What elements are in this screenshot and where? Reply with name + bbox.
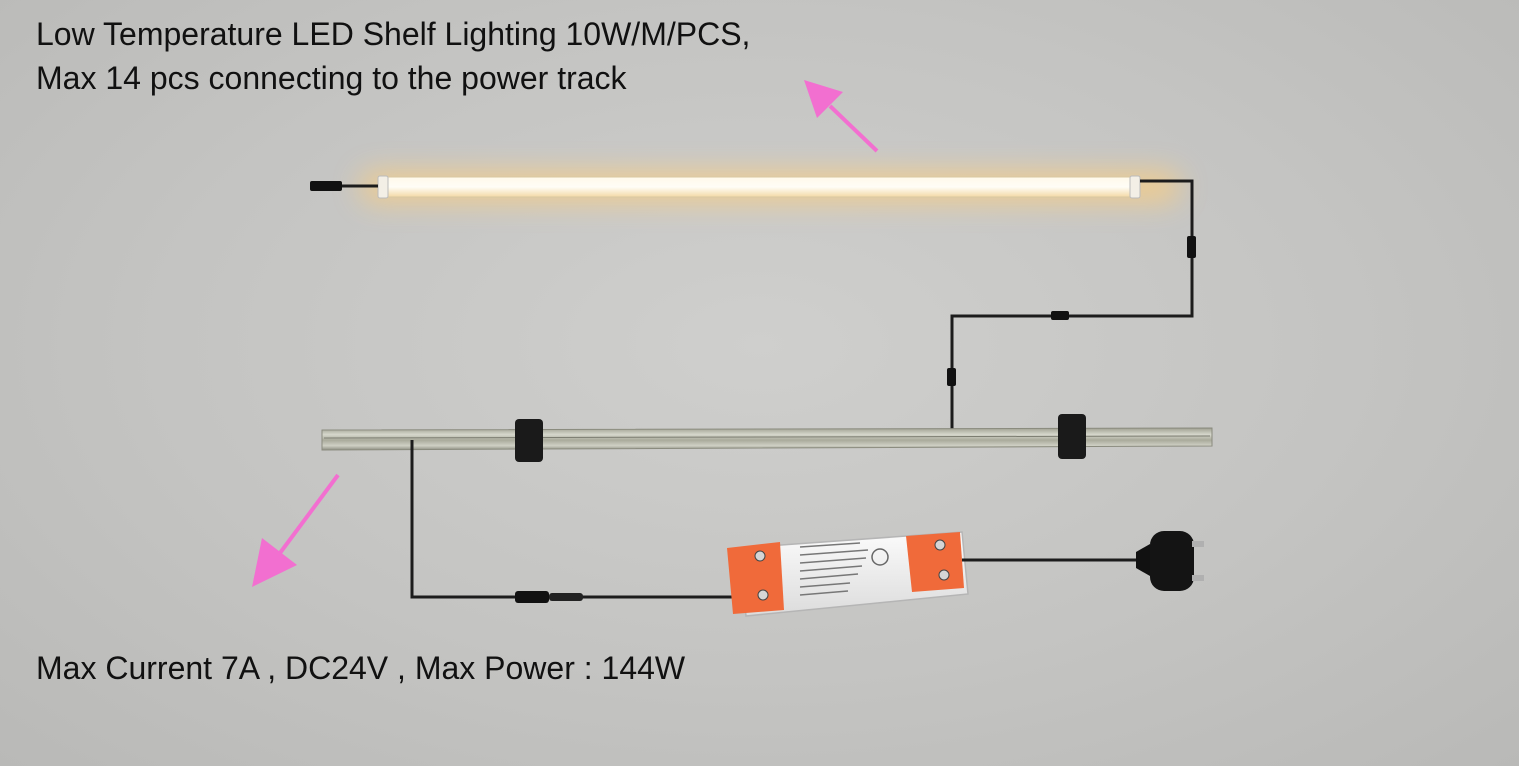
arrow-down-left-icon bbox=[252, 538, 297, 587]
arrow-to-led bbox=[804, 80, 879, 153]
inline-connector-icon bbox=[1051, 311, 1069, 320]
aluminium-rail-icon bbox=[321, 427, 1213, 451]
track-clip-right-icon bbox=[1058, 414, 1086, 459]
inline-connector-icon bbox=[947, 368, 956, 386]
led-driver bbox=[727, 531, 969, 617]
dc-connector-icon bbox=[515, 591, 549, 603]
led-shelf-light bbox=[310, 172, 1180, 202]
header-line-2: Max 14 pcs connecting to the power track bbox=[36, 60, 627, 96]
led-end-cap-left bbox=[377, 175, 389, 199]
led-end-cap-right bbox=[1129, 175, 1141, 199]
led-feed-cable bbox=[950, 179, 1194, 436]
driver-output-cable bbox=[410, 440, 735, 599]
header-caption: Low Temperature LED Shelf Lighting 10W/M… bbox=[36, 12, 750, 100]
driver-label-lines bbox=[799, 542, 869, 596]
led-input-connector-icon bbox=[310, 181, 342, 191]
arrow-to-specs bbox=[252, 473, 340, 587]
track-clip-left-icon bbox=[515, 419, 543, 462]
dc-connector-icon bbox=[549, 593, 583, 601]
driver-terminal-right bbox=[906, 532, 964, 592]
header-line-1: Low Temperature LED Shelf Lighting 10W/M… bbox=[36, 16, 751, 52]
specs-caption: Max Current 7A , DC24V , Max Power : 144… bbox=[36, 650, 686, 686]
power-track bbox=[321, 414, 1213, 462]
inline-connector-icon bbox=[1187, 236, 1196, 258]
led-tube-icon bbox=[379, 176, 1139, 198]
arrow-up-left-icon bbox=[804, 80, 843, 118]
uk-mains-plug-icon bbox=[1136, 531, 1204, 591]
certification-mark-icon bbox=[871, 548, 889, 566]
driver-terminal-left bbox=[727, 542, 784, 614]
